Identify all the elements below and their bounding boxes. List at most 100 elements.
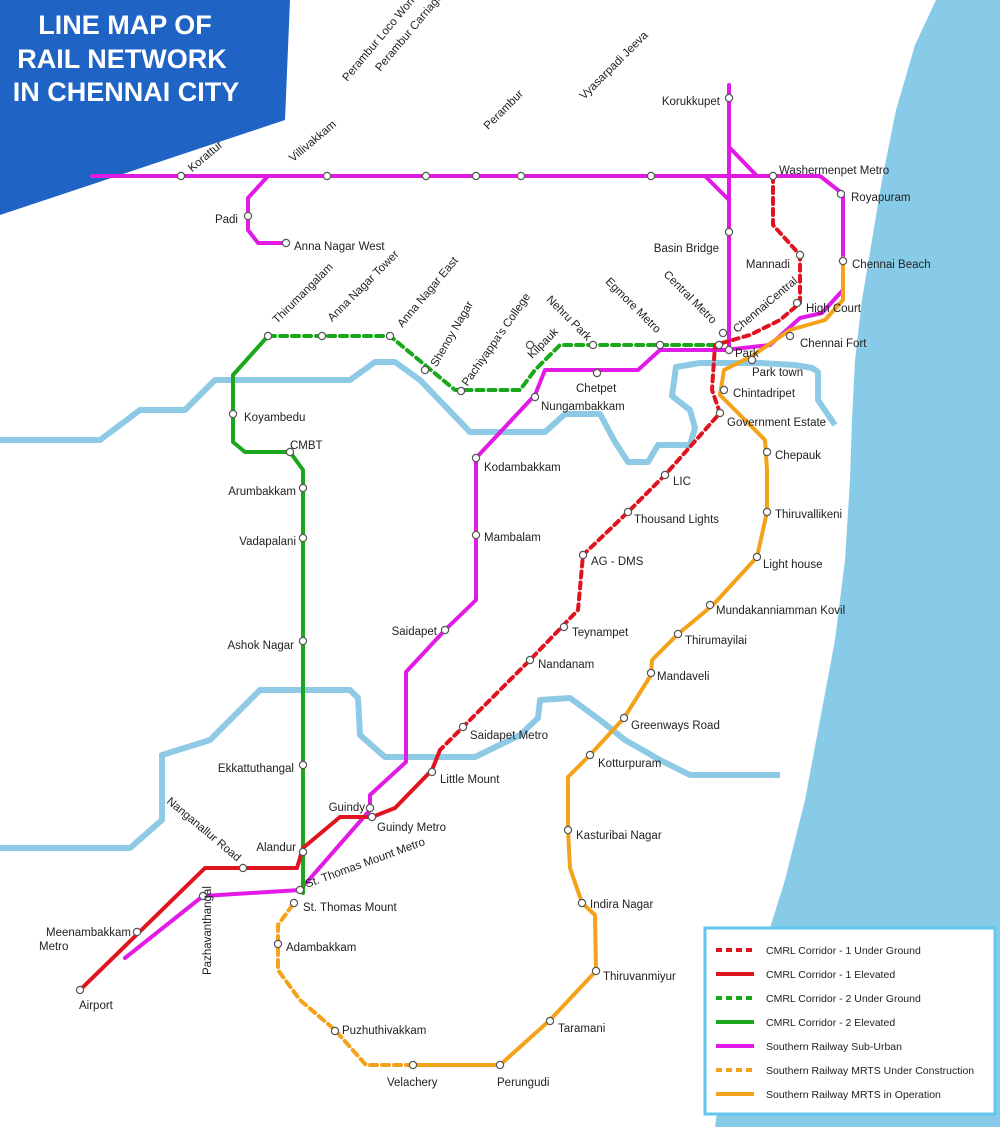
station-label-mundakanniamman-kovil: Mundakanniamman Kovil <box>716 605 845 617</box>
station-marker-chennai-beach <box>838 256 848 266</box>
station-label-royapuram: Royapuram <box>851 192 910 204</box>
station-marker-kotturpuram <box>585 750 595 760</box>
station-label-padi: Padi <box>215 214 238 226</box>
title-line-3: IN CHENNAI CITY <box>13 77 240 107</box>
station-marker-nungambakkam <box>530 392 540 402</box>
station-label-ekkattuthangal: Ekkattuthangal <box>218 763 294 775</box>
station-label-arumbakkam: Arumbakkam <box>228 486 296 498</box>
station-label-velachery: Velachery <box>387 1077 438 1089</box>
cmrl1-elevated <box>78 748 442 992</box>
station-marker-adambakkam <box>273 939 283 949</box>
station-marker-nanganallur-road <box>238 863 248 873</box>
suburban-padi-branch <box>246 174 288 245</box>
station-label-shenoy-nagar: Shenoy Nagar <box>429 299 476 369</box>
station-marker-chepauk <box>762 447 772 457</box>
station-marker-ekkattuthangal <box>298 760 308 770</box>
station-label-nanganallur-road: Nanganallur Road <box>164 795 243 864</box>
station-marker-thousand-lights <box>623 507 633 517</box>
adyar-river <box>0 687 780 851</box>
station-marker-basin-bridge <box>724 227 734 237</box>
cmrl1-lines <box>78 174 802 992</box>
station-label-ashok-nagar: Ashok Nagar <box>228 640 295 652</box>
station-marker-vadapalani <box>298 533 308 543</box>
station-label-st-thomas-mount: St. Thomas Mount <box>303 902 398 914</box>
station-marker-kodambakkam <box>471 453 481 463</box>
station-marker-ag-dms <box>578 550 588 560</box>
station-label-chennai-fort: Chennai Fort <box>800 338 867 350</box>
station-marker-teynampet <box>559 622 569 632</box>
station-label-washermenpet-metro: Washermenpet Metro <box>779 165 889 177</box>
waterways <box>0 359 838 851</box>
station-label-chintadripet: Chintadripet <box>733 388 796 400</box>
station-marker-saidapet <box>440 625 450 635</box>
station-marker-kasturibai-nagar <box>563 825 573 835</box>
legend-label-3: CMRL Corridor - 2 Under Ground <box>766 993 921 1005</box>
station-marker-nandanam <box>525 655 535 665</box>
station-label-teynampet: Teynampet <box>572 627 629 639</box>
station-marker-park-town <box>747 355 757 365</box>
station-label-vadapalani: Vadapalani <box>239 536 296 548</box>
station-marker-alandur <box>298 847 308 857</box>
legend-label-5: Southern Railway Sub-Urban <box>766 1041 902 1053</box>
title-line-1: LINE MAP OF <box>38 10 212 40</box>
station-label-kotturpuram: Kotturpuram <box>598 758 661 770</box>
station-marker-pazhavanthangal <box>198 891 208 901</box>
station-label-chennai-beach: Chennai Beach <box>852 259 931 271</box>
station-marker-mambalam <box>471 530 481 540</box>
station-label-alandur: Alandur <box>256 842 296 854</box>
station-label-perambur: Perambur <box>482 88 526 132</box>
bay-of-bengal <box>715 0 1000 1127</box>
station-label-puzhuthivakkam: Puzhuthivakkam <box>342 1025 426 1037</box>
station-label-anna-nagar-west: Anna Nagar West <box>294 241 385 253</box>
station-label-mandaveli: Mandaveli <box>657 671 709 683</box>
cooum-river <box>0 359 838 465</box>
station-label-koyambedu: Koyambedu <box>244 412 305 424</box>
station-label-saidapet: Saidapet <box>392 626 438 638</box>
station-marker-korattur <box>176 171 186 181</box>
station-marker-st-thomas-mount <box>289 898 299 908</box>
station-label-government-estate: Government Estate <box>727 417 826 429</box>
station-label-taramani: Taramani <box>558 1023 605 1035</box>
station-marker-guindy <box>365 803 375 813</box>
station-marker-central-metro <box>714 340 724 350</box>
station-label-thirumayilai: Thirumayilai <box>685 635 747 647</box>
station-marker-arumbakkam <box>298 483 308 493</box>
station-marker-airport <box>75 985 85 995</box>
station-marker-villivakkam <box>322 171 332 181</box>
station-marker-mandaveli <box>646 668 656 678</box>
station-label-nandanam: Nandanam <box>538 659 594 671</box>
station-marker-chetpet <box>592 368 602 378</box>
station-marker-light-house <box>752 552 762 562</box>
station-label-chepauk: Chepauk <box>775 450 821 462</box>
station-marker-perambur-carriage-works <box>471 171 481 181</box>
cmrl1-underground <box>438 174 802 752</box>
station-marker-egmore-metro <box>655 340 665 350</box>
station-marker-cmbt <box>285 447 295 457</box>
title-line-2: RAIL NETWORK <box>17 44 227 74</box>
title-background <box>0 0 290 215</box>
station-label-guindy: Guindy <box>329 802 366 814</box>
station-marker-taramani <box>545 1016 555 1026</box>
legend-label-1: CMRL Corridor - 1 Under Ground <box>766 945 921 957</box>
station-marker-mannadi <box>795 250 805 260</box>
station-label-meenambakkam-metro-1: Meenambakkam <box>46 927 131 939</box>
station-label-light-house: Light house <box>763 559 822 571</box>
cmrl2-elevated <box>231 334 305 895</box>
station-label-perungudi: Perungudi <box>497 1077 549 1089</box>
station-label-kasturibai-nagar: Kasturibai Nagar <box>576 830 662 842</box>
station-label-thiruvallikeni: Thiruvallikeni <box>775 509 842 521</box>
station-label-park-town: Park town <box>752 367 803 379</box>
station-label-egmore-metro: Egmore Metro <box>603 276 663 336</box>
station-marker-koyambedu <box>228 409 238 419</box>
station-label-mannadi: Mannadi <box>746 259 790 271</box>
station-label-villivakkam: Villivakkam <box>287 119 339 165</box>
station-marker-ashok-nagar <box>298 636 308 646</box>
station-marker-pachiyappas-college <box>456 386 466 396</box>
station-label-ag-dms: AG - DMS <box>591 556 644 568</box>
station-label-mambalam: Mambalam <box>484 532 541 544</box>
legend-label-2: CMRL Corridor - 1 Elevated <box>766 969 895 981</box>
station-marker-perambur <box>516 171 526 181</box>
station-label-lic: LIC <box>673 476 691 488</box>
